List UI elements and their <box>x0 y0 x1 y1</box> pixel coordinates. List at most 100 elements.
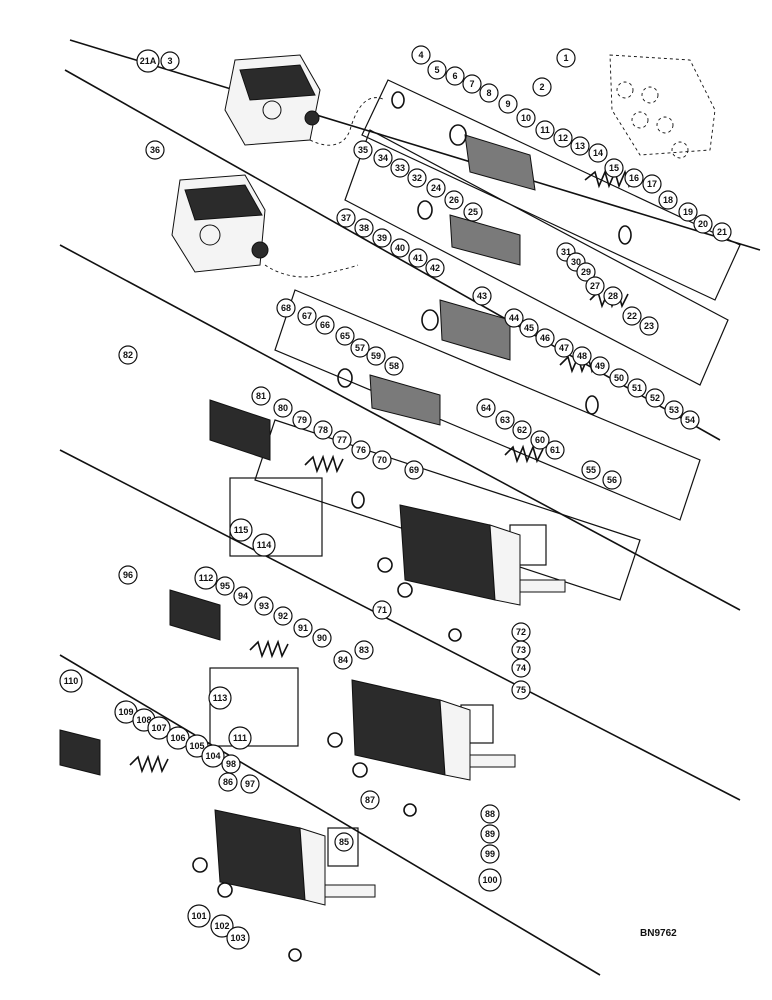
callout-number: 96 <box>123 570 133 580</box>
callout-circle <box>693 214 713 234</box>
callout-circle <box>187 904 211 928</box>
callout-circle <box>404 460 424 480</box>
dashed-connectors <box>264 97 386 278</box>
callout-number: 106 <box>170 733 185 743</box>
callout-number: 45 <box>524 323 534 333</box>
callout-number: 28 <box>608 291 618 301</box>
callout-100: 100 <box>478 868 502 892</box>
callout-number: 30 <box>571 257 581 267</box>
callout-number: 32 <box>412 173 422 183</box>
callout-circle <box>425 258 445 278</box>
callout-circle <box>581 460 601 480</box>
callout-12: 12 <box>553 128 573 148</box>
callout-18: 18 <box>658 190 678 210</box>
callout-number: 84 <box>338 655 348 665</box>
callout-67: 67 <box>297 306 317 326</box>
callout-109: 109 <box>114 700 138 724</box>
callout-circle <box>372 450 392 470</box>
callout-63: 63 <box>495 410 515 430</box>
callout-44: 44 <box>504 308 524 328</box>
callout-28: 28 <box>603 286 623 306</box>
callout-87: 87 <box>360 790 380 810</box>
callout-circle <box>480 844 500 864</box>
callout-circle <box>293 618 313 638</box>
callout-59: 59 <box>366 346 386 366</box>
callout-number: 93 <box>259 601 269 611</box>
callout-circle <box>350 338 370 358</box>
callout-73: 73 <box>511 640 531 660</box>
callout-19: 19 <box>678 202 698 222</box>
callout-number: 49 <box>595 361 605 371</box>
callout-circle <box>390 158 410 178</box>
callout-115: 115 <box>229 518 253 542</box>
callout-number: 74 <box>516 663 526 673</box>
callout-number: 94 <box>238 591 248 601</box>
end-caps <box>59 399 271 776</box>
callout-circle <box>59 669 83 693</box>
callout-number: 7 <box>469 79 474 89</box>
callout-number: 76 <box>356 445 366 455</box>
callout-circle <box>576 262 596 282</box>
callout-circle <box>273 398 293 418</box>
callout-number: 16 <box>629 173 639 183</box>
callout-number: 11 <box>540 125 550 135</box>
callout-circle <box>603 286 623 306</box>
callout-102: 102 <box>210 914 234 938</box>
callout-49: 49 <box>590 356 610 376</box>
callout-circle <box>512 420 532 440</box>
callout-circle <box>136 49 160 73</box>
callout-circle <box>658 190 678 210</box>
callout-number: 42 <box>430 263 440 273</box>
valve-block-83 <box>351 679 516 781</box>
callout-number: 78 <box>318 425 328 435</box>
callout-number: 67 <box>302 311 312 321</box>
valve-section-3 <box>224 54 321 146</box>
callout-43: 43 <box>472 286 492 306</box>
callout-106: 106 <box>166 726 190 750</box>
callout-number: 12 <box>558 133 568 143</box>
callout-number: 38 <box>359 223 369 233</box>
callout-35: 35 <box>353 140 373 160</box>
callout-circle <box>373 148 393 168</box>
callout-circle <box>407 168 427 188</box>
callout-34: 34 <box>373 148 393 168</box>
drawing-code: BN9762 <box>640 928 677 939</box>
callout-number: 64 <box>481 403 491 413</box>
callout-number: 29 <box>581 267 591 277</box>
callout-circle <box>240 774 260 794</box>
callout-14: 14 <box>588 143 608 163</box>
callout-5: 5 <box>427 60 447 80</box>
callout-circle <box>334 832 354 852</box>
callout-number: 21 <box>717 227 727 237</box>
callout-number: 17 <box>647 179 657 189</box>
callout-62: 62 <box>512 420 532 440</box>
callout-circle <box>366 346 386 366</box>
callout-circle <box>604 158 624 178</box>
callout-number: 9 <box>505 99 510 109</box>
callout-number: 27 <box>590 281 600 291</box>
callout-36: 36 <box>145 140 165 160</box>
callout-77: 77 <box>332 430 352 450</box>
callout-circle <box>226 926 250 950</box>
callout-111: 111 <box>228 726 252 750</box>
callout-82: 82 <box>118 345 138 365</box>
callout-circle <box>535 120 555 140</box>
callout-number: 92 <box>278 611 288 621</box>
callout-number: 112 <box>199 573 214 583</box>
callout-26: 26 <box>444 190 464 210</box>
callout-number: 6 <box>452 71 457 81</box>
callout-number: 99 <box>485 849 495 859</box>
callout-number: 26 <box>449 195 459 205</box>
callout-number: 50 <box>614 373 624 383</box>
callout-number: 68 <box>281 303 291 313</box>
callout-circle <box>354 640 374 660</box>
callout-circle <box>590 356 610 376</box>
callout-number: 53 <box>669 405 679 415</box>
callout-51: 51 <box>627 378 647 398</box>
callout-circle <box>372 600 392 620</box>
callout-3: 3 <box>160 51 180 71</box>
callout-99: 99 <box>480 844 500 864</box>
callout-47: 47 <box>554 338 574 358</box>
callout-8: 8 <box>479 83 499 103</box>
